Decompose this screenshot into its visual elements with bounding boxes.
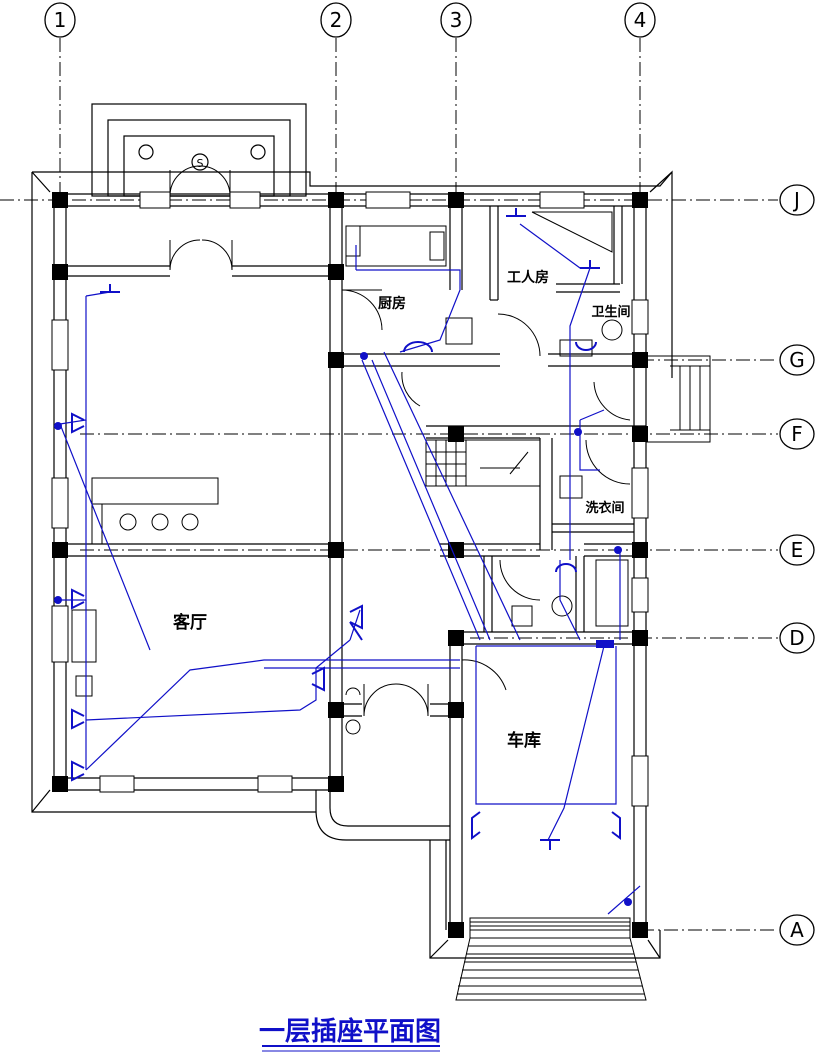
- grid-bubble-a: A: [779, 914, 815, 946]
- svg-text:G: G: [789, 348, 805, 372]
- grid-bubble-d: D: [779, 622, 815, 654]
- grid-bubble-3: 3: [440, 2, 472, 38]
- svg-text:一层插座平面图: 一层插座平面图: [259, 1016, 441, 1047]
- room-label-garage: 车库: [507, 730, 541, 751]
- side-steps: [645, 355, 711, 443]
- grid-bubble-e: E: [779, 534, 815, 566]
- grid-bubble-1: 1: [44, 2, 76, 38]
- svg-text:3: 3: [450, 8, 463, 32]
- curved-wall: [315, 790, 450, 930]
- grid-bubble-4: 4: [624, 2, 656, 38]
- grid-bubble-2: 2: [320, 2, 352, 38]
- svg-text:4: 4: [634, 8, 647, 32]
- grid-bubble-f: F: [779, 418, 815, 450]
- svg-text:S: S: [197, 157, 204, 170]
- svg-text:1: 1: [54, 8, 67, 32]
- grid-bubble-g: G: [779, 344, 815, 376]
- room-label-kitchen: 厨房: [378, 295, 406, 312]
- socket-icons: [71, 208, 621, 850]
- room-label-bathroom: 卫生间: [591, 304, 630, 320]
- wiring: [59, 223, 641, 915]
- doors: [169, 165, 631, 717]
- fixtures: [71, 211, 629, 697]
- svg-text:F: F: [791, 422, 803, 446]
- junction-dots: [54, 352, 632, 906]
- staircase: [425, 439, 541, 487]
- svg-text:D: D: [789, 626, 804, 650]
- porch-light-s-icon: S: [191, 153, 209, 171]
- drawing-title: 一层插座平面图: [259, 1016, 441, 1052]
- room-label-servant: 工人房: [507, 269, 549, 286]
- misc-symbols: [345, 687, 361, 735]
- garage-steps: [455, 917, 647, 1001]
- room-label-laundry: 洗衣间: [585, 500, 624, 516]
- porch-top: [91, 103, 307, 197]
- windows: [51, 191, 649, 807]
- svg-text:J: J: [792, 188, 800, 212]
- columns: [52, 192, 648, 938]
- grid-bubble-j: J: [779, 184, 815, 216]
- roof-eave-outline: [31, 170, 673, 959]
- room-label-living-room: 客厅: [172, 612, 207, 633]
- svg-text:E: E: [791, 538, 804, 562]
- svg-text:A: A: [790, 918, 804, 942]
- svg-text:2: 2: [330, 8, 343, 32]
- interior-walls: [66, 200, 646, 717]
